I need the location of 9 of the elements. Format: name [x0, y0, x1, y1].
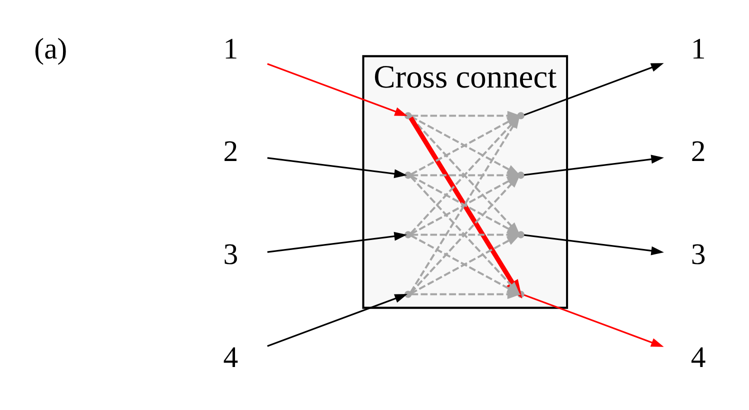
node-text: 3	[690, 238, 706, 271]
node-text: 2	[690, 135, 706, 168]
node-text: 3	[223, 238, 238, 271]
node-text: 2	[223, 135, 238, 168]
node-text: 4	[690, 340, 706, 374]
node-text: 1	[690, 32, 706, 66]
node-text: 1	[223, 32, 238, 66]
label: (a)	[34, 32, 68, 66]
node-text: 4	[223, 340, 238, 374]
